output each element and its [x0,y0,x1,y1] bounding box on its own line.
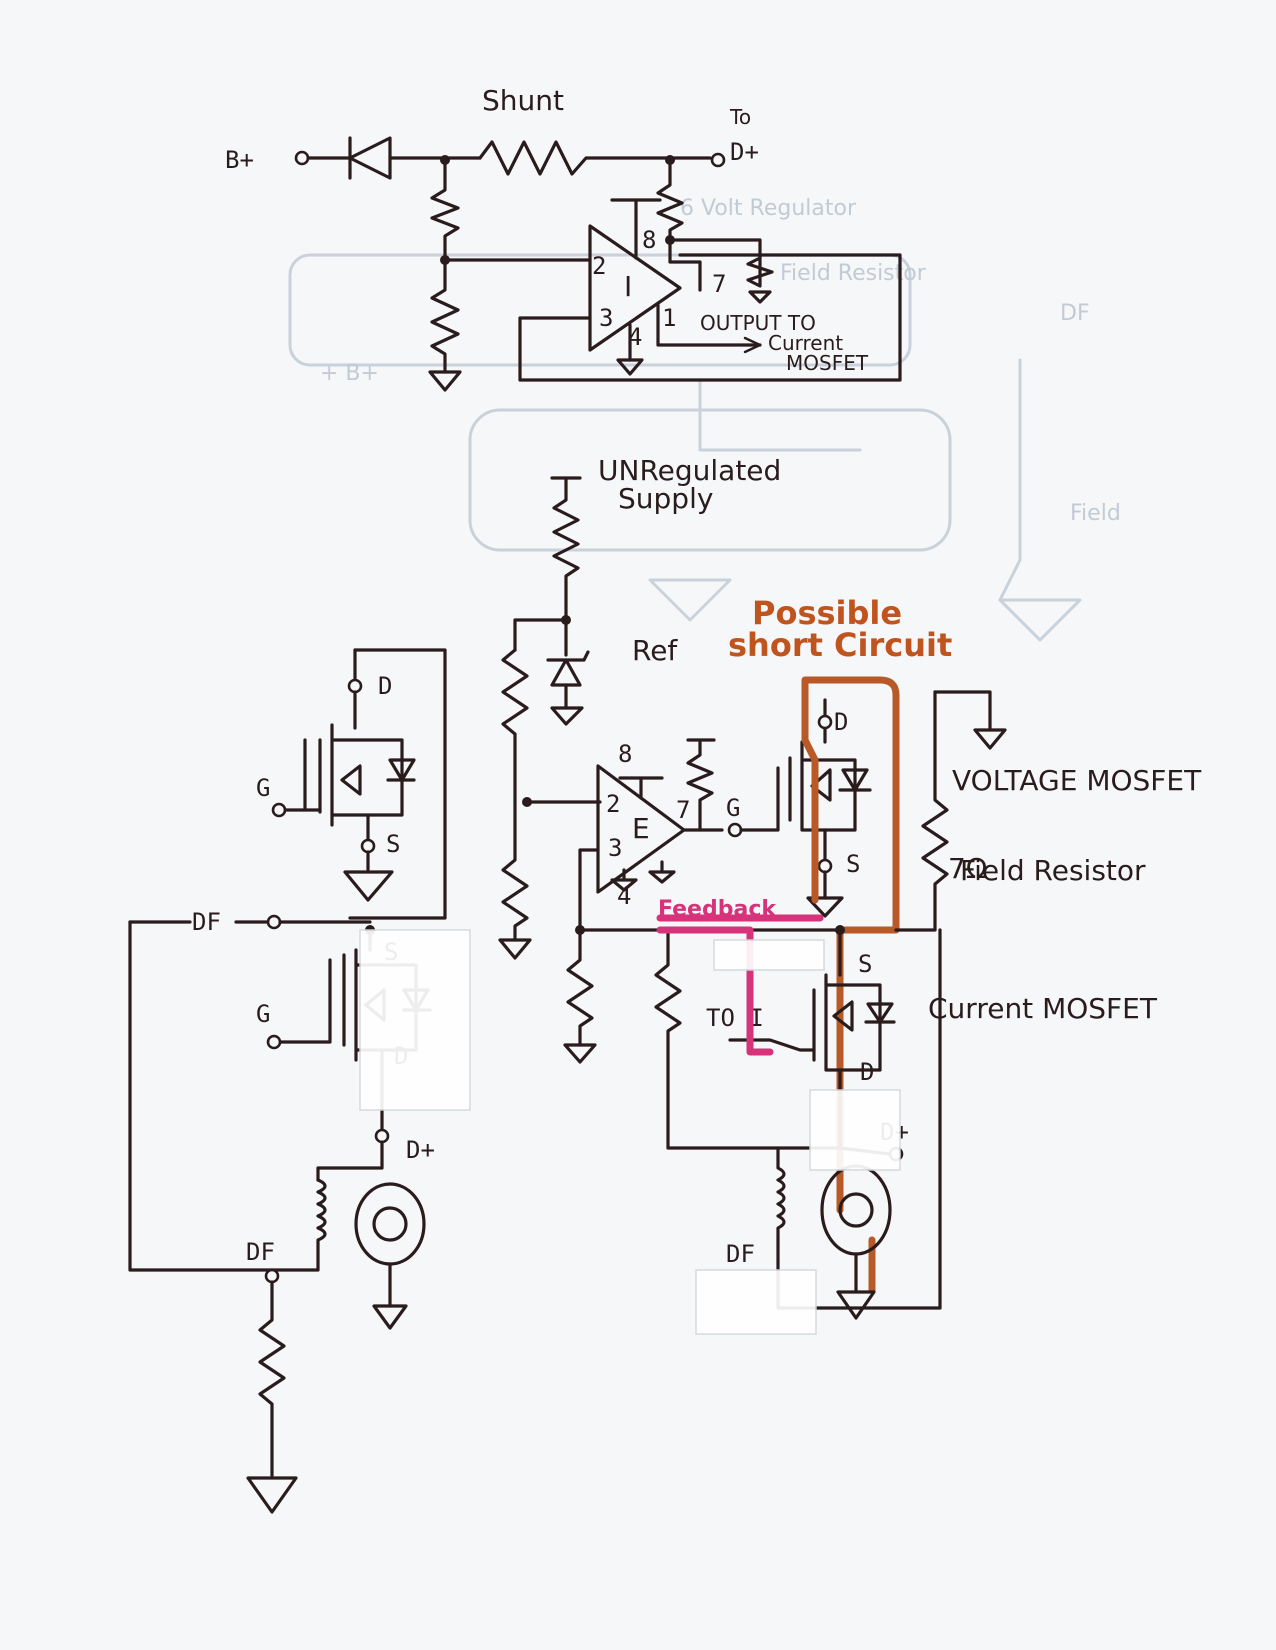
output-label-1: OUTPUT TO [700,311,816,335]
paper-patches [359,929,901,1335]
unregulated-label-2: Supply [618,482,713,515]
svg-text:Field Resistor: Field Resistor [780,261,927,286]
unregulated-label-1: UNRegulated [598,454,781,487]
pin-2-i: 2 [592,252,606,280]
b-plus-terminal [294,150,310,166]
d-plus-left-label: D+ [406,1136,435,1164]
current-mosfet-label: Current MOSFET [928,992,1158,1025]
left-mosfet-2-gate: G [256,1000,270,1028]
possible-short-circuit-highlight: Possible short Circuit [728,594,952,1294]
opamp-i-label: I [624,270,632,303]
to-label: To [729,105,751,129]
to-i-label: TO I [706,1004,764,1032]
pin-8-i: 8 [642,226,656,254]
voltage-mosfet-label: VOLTAGE MOSFET [952,764,1202,797]
shunt-resistor [478,140,712,176]
voltage-mosfet-source-label: S [846,850,860,878]
show-through-ghost: 6 Volt Regulator Field Resistor DF + B+ … [288,196,1121,642]
pin-2-e: 2 [606,790,620,818]
feedback-label: Feedback [658,897,777,922]
to-d-plus-terminal [710,152,726,168]
b-plus-label: B+ [225,146,254,174]
reference-section: UNRegulated Supply Ref [498,454,781,960]
pin-1-i: 1 [662,304,676,332]
current-mosfet-drain-label: D [860,1058,874,1086]
opamp-e-section: 2 3 4 7 8 E G D S VOLTAGE MOSFET [563,698,1202,1064]
ref-label: Ref [632,634,678,667]
divider-resistor-bottom [430,258,460,374]
field-resistor-label: Field Resistor [960,854,1146,887]
pin-4-e: 4 [617,882,631,910]
svg-text:Field: Field [1070,501,1121,526]
top-regulator-section: B+ Shunt To D+ 2 3 4 7 8 1 I OUTPUT TO C… [225,84,902,392]
current-mosfet-source-label: S [858,950,872,978]
df-top-left-label: DF [192,908,221,936]
gate-e-label: G [726,794,740,822]
short-circuit-label: short Circuit [728,626,952,664]
pin-8-e: 8 [618,740,632,768]
ground-symbol [428,370,462,392]
feedback-highlight: Feedback [656,897,824,1056]
left-mosfet-1-gate: G [256,774,270,802]
output-label-3: MOSFET [786,351,869,375]
svg-text:DF: DF [1060,301,1090,326]
possible-label: Possible [752,594,902,632]
left-mosfet-1-source: S [386,830,400,858]
pin-3-i: 3 [599,304,613,332]
svg-text:6 Volt Regulator: 6 Volt Regulator [680,196,857,221]
df-right-label: DF [726,1240,755,1268]
svg-text:+ B+: + B+ [320,361,379,386]
divider-resistor-top [430,158,460,262]
voltage-mosfet-drain-label: D [834,708,848,736]
diode-symbol [348,136,392,180]
output-label-2: Current [768,331,843,355]
shunt-label: Shunt [482,84,564,117]
pin-3-e: 3 [608,834,622,862]
opamp-e-label: E [632,812,650,845]
field-resistor-value: 7Ω [948,852,987,885]
field-resistor-branch: 7Ω Field Resistor [894,690,1146,932]
pin-7-i: 7 [712,270,726,298]
pin-7-e: 7 [676,796,690,824]
df-bottom-left-label: DF [246,1238,275,1266]
d-plus-top-label: D+ [730,138,759,166]
pin-4-i: 4 [628,323,642,351]
left-mosfet-1-drain: D [378,672,392,700]
